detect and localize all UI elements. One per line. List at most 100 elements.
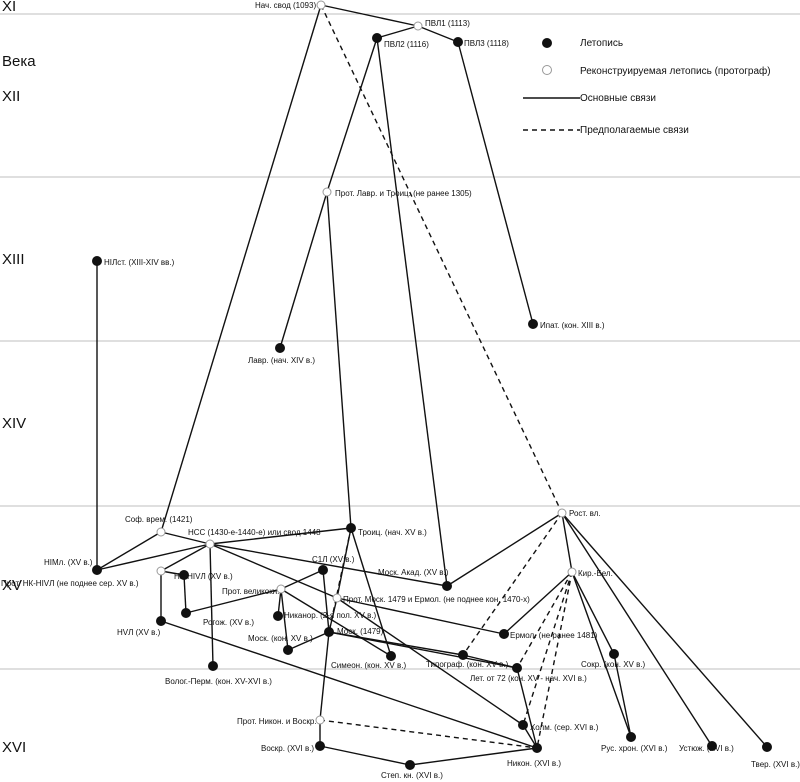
node-nikon-chronicle bbox=[532, 743, 542, 753]
edge-nach-sofvrem-main bbox=[160, 4, 322, 533]
node-label-protnikon: Прот. Никон. и Воскр. bbox=[237, 717, 317, 726]
node-label-moskk: Моск. (кон. XV в.) bbox=[248, 634, 313, 643]
node-ermol-chronicle bbox=[499, 629, 509, 639]
node-stepkn-chronicle bbox=[405, 760, 415, 770]
node-pvl1-reconstructed bbox=[413, 21, 423, 31]
edge-sokr-ruskhron-main bbox=[613, 653, 632, 738]
edge-pvl2-protlav-main bbox=[326, 37, 378, 193]
node-protlav-reconstructed bbox=[322, 187, 332, 197]
edge-protvel-simeon-main bbox=[280, 588, 392, 657]
node-holm-chronicle bbox=[518, 720, 528, 730]
edge-sofvrem-nimil-main bbox=[96, 531, 162, 571]
node-s1l-chronicle bbox=[318, 565, 328, 575]
node-label-nkniv: НК-НIVЛ (XV в.) bbox=[174, 572, 233, 581]
edge-troic-protmosk-main bbox=[336, 527, 352, 599]
node-label-let72: Лет. от 72 (кон. XV - нач. XVI в.) bbox=[470, 674, 587, 683]
edge-protlav-lavr-main bbox=[279, 191, 328, 349]
node-label-kirbel: Кир.-Бел. bbox=[578, 569, 613, 578]
node-label-ipat: Ипат. (кон. XIII в.) bbox=[540, 321, 605, 330]
node-nimil-chronicle bbox=[92, 565, 102, 575]
node-label-s1l: С1Л (XV в.) bbox=[312, 555, 355, 564]
node-label-simeon: Симеон. (кон. XV в.) bbox=[331, 661, 406, 670]
node-pvl2-chronicle bbox=[372, 33, 382, 43]
node-label-nilst: НIЛст. (XIII-XIV вв.) bbox=[104, 258, 175, 267]
node-protnk-reconstructed bbox=[156, 566, 166, 576]
node-protvel-reconstructed bbox=[276, 584, 286, 594]
node-label-tipogr: Типограф. (кон. XV в.) bbox=[426, 660, 509, 669]
edge-kirbel-nikon-assumed bbox=[536, 571, 573, 749]
node-label-pvl2: ПВЛ2 (1116) bbox=[384, 40, 429, 49]
edge-protmosk-mosk1479-main bbox=[328, 597, 338, 633]
node-label-sofvrem: Соф. врем. (1421) bbox=[125, 515, 193, 524]
edge-troic-simeon-main bbox=[350, 527, 392, 657]
century-labels: XI Века XII XIII XIV XV XVI bbox=[2, 0, 36, 756]
node-label-pvl1: ПВЛ1 (1113) bbox=[425, 19, 470, 28]
edge-let72-nikon-main bbox=[516, 667, 538, 749]
edge-rost-tipogr-assumed bbox=[462, 512, 563, 656]
node-label-protmosk: Прот. Моск. 1479 и Ермол. (не поднее кон… bbox=[343, 595, 530, 604]
edge-protnikon-nikon-assumed bbox=[319, 719, 538, 749]
edge-kirbel-sokr-main bbox=[571, 571, 615, 655]
edge-stepkn-nikon-main bbox=[409, 747, 538, 766]
edge-moskakad-rost-main bbox=[446, 512, 563, 587]
node-moskakad-chronicle bbox=[442, 581, 452, 591]
node-rost-reconstructed bbox=[557, 508, 567, 518]
node-moskk-chronicle bbox=[283, 645, 293, 655]
edge-pvl3-ipat-main bbox=[457, 41, 534, 325]
node-label-rost: Рост. вл. bbox=[569, 509, 601, 518]
edge-pvl1-pvl2-main bbox=[376, 25, 419, 39]
node-label-nivl: НVЛ (XV в.) bbox=[117, 628, 161, 637]
node-label-protvel: Прот. великокн. bbox=[222, 587, 279, 596]
node-nilst-chronicle bbox=[92, 256, 102, 266]
node-label-protnk: Прот. НК-НIVЛ (не поднее сер. XV в.) bbox=[1, 579, 139, 588]
edge-nivl-nikon-main bbox=[160, 620, 538, 749]
edge-rogozh-protvel-main bbox=[185, 588, 282, 614]
edge-kirbel-ruskhron-main bbox=[571, 571, 632, 738]
edge-kirbel-let72-assumed bbox=[516, 571, 573, 669]
century-separators bbox=[0, 13, 800, 670]
node-tver-chronicle bbox=[762, 742, 772, 752]
node-protmosk-reconstructed bbox=[332, 593, 342, 603]
legend-chronicle-marker bbox=[542, 38, 552, 48]
node-label-rogozh: Рогож. (XV в.) bbox=[203, 618, 254, 627]
node-label-nikanor: Никанор. (2-я пол. XV в.) bbox=[284, 611, 377, 620]
node-label-holm: Холм. (сер. XVI в.) bbox=[530, 723, 599, 732]
node-label-voskr: Воскр. (XVI в.) bbox=[261, 744, 314, 753]
node-label-nimil: НIМл. (XV в.) bbox=[44, 558, 93, 567]
edge-nss-protmosk-main bbox=[209, 543, 338, 599]
node-ustyuzh-chronicle bbox=[707, 741, 717, 751]
edge-nss-troic-main bbox=[209, 527, 352, 545]
edge-nach-pvl1-main bbox=[320, 4, 419, 27]
node-label-protlav: Прот. Лавр. и Троиц. (не ранее 1305) bbox=[335, 189, 472, 198]
edge-rost-ustyuzh-main bbox=[561, 512, 713, 747]
node-rogozh-chronicle bbox=[181, 608, 191, 618]
legend: Летопись Реконструируемая летопись (прот… bbox=[523, 38, 771, 136]
node-label-ermol: Ермол. (не ранее 1481) bbox=[510, 631, 598, 640]
node-tipogr-chronicle bbox=[458, 650, 468, 660]
node-ruskhron-chronicle bbox=[626, 732, 636, 742]
node-ipat-chronicle bbox=[528, 319, 538, 329]
edge-rost-kirbel-main bbox=[561, 512, 573, 573]
node-troic-chronicle bbox=[346, 523, 356, 533]
legend-main-links-label: Основные связи bbox=[580, 93, 656, 104]
edge-voskr-stepkn-main bbox=[319, 745, 411, 766]
century-label-xvi: XVI bbox=[2, 739, 26, 756]
edge-tipogr-let72-main bbox=[462, 654, 518, 669]
node-let72-chronicle bbox=[512, 663, 522, 673]
node-mosk1479-chronicle bbox=[324, 627, 334, 637]
century-label-xii: XII bbox=[2, 88, 20, 105]
node-label-pvl3: ПВЛ3 (1118) bbox=[464, 39, 509, 48]
node-label-stepkn: Степ. кн. (XVI в.) bbox=[381, 771, 443, 780]
node-nach-reconstructed bbox=[316, 0, 326, 10]
nodes bbox=[92, 0, 772, 770]
node-label-vologperm: Волог.-Перм. (кон. XV-XVI в.) bbox=[165, 677, 272, 686]
edge-rost-tver-main bbox=[561, 512, 768, 748]
legend-reconstructed-marker bbox=[542, 65, 552, 75]
edge-sofvrem-nss-main bbox=[160, 531, 211, 545]
legend-reconstructed-label: Реконструируемая летопись (протограф) bbox=[580, 65, 771, 77]
node-voskr-chronicle bbox=[315, 741, 325, 751]
edge-nimil-nss-main bbox=[96, 543, 211, 571]
node-label-nach: Нач. свод (1093) bbox=[255, 1, 316, 10]
edge-kirbel-ermol-main bbox=[503, 571, 573, 635]
